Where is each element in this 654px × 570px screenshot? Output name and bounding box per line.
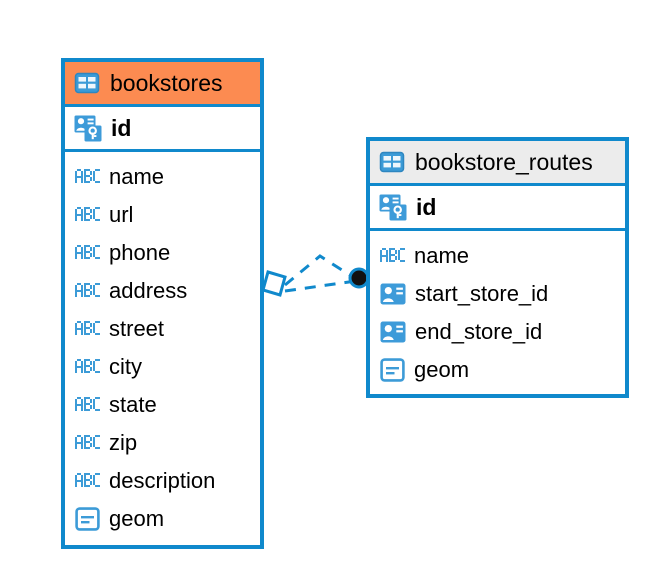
field-label-description: description bbox=[109, 468, 216, 493]
field-list-bookstore-routes: name start_store_id bbox=[370, 231, 625, 395]
field-row-description[interactable]: description bbox=[65, 462, 260, 500]
entity-table-bookstore-routes[interactable]: bookstore_routes id bbox=[366, 137, 629, 398]
foreign-key-icon bbox=[380, 321, 406, 343]
field-label-geom: geom bbox=[414, 357, 470, 382]
field-row-address[interactable]: address bbox=[65, 272, 260, 310]
field-label-phone: phone bbox=[109, 240, 171, 265]
field-row-city[interactable]: city bbox=[65, 348, 260, 386]
text-type-icon bbox=[75, 397, 100, 413]
table-icon bbox=[74, 72, 100, 94]
primary-key-label-bookstores: id bbox=[111, 114, 132, 141]
field-row-geom[interactable]: geom bbox=[65, 500, 260, 538]
field-label-geom: geom bbox=[109, 506, 165, 531]
entity-table-bookstores[interactable]: bookstores id bbox=[61, 58, 264, 549]
field-row-url[interactable]: url bbox=[65, 196, 260, 234]
text-type-icon bbox=[75, 283, 100, 299]
primary-key-row-bookstores[interactable]: id bbox=[65, 107, 260, 152]
field-label-zip: zip bbox=[109, 430, 138, 455]
field-row-start-store-id[interactable]: start_store_id bbox=[370, 275, 625, 313]
geometry-type-icon bbox=[380, 358, 405, 382]
relation-line-lower bbox=[284, 279, 357, 293]
primary-key-label-bookstore-routes: id bbox=[416, 193, 437, 220]
relation-source-diamond-icon bbox=[261, 270, 287, 297]
field-row-name[interactable]: name bbox=[65, 158, 260, 196]
field-label-address: address bbox=[109, 278, 188, 303]
field-row-state[interactable]: state bbox=[65, 386, 260, 424]
field-row-street[interactable]: street bbox=[65, 310, 260, 348]
field-label-state: state bbox=[109, 392, 157, 417]
field-row-zip[interactable]: zip bbox=[65, 424, 260, 462]
primary-key-row-bookstore-routes[interactable]: id bbox=[370, 186, 625, 231]
field-row-phone[interactable]: phone bbox=[65, 234, 260, 272]
field-label-name: name bbox=[109, 164, 165, 189]
text-type-icon bbox=[75, 473, 100, 489]
text-type-icon bbox=[75, 245, 100, 261]
text-type-icon bbox=[75, 321, 100, 337]
field-label-street: street bbox=[109, 316, 165, 341]
field-list-bookstores: name u bbox=[65, 152, 260, 544]
field-label-name: name bbox=[414, 243, 470, 268]
relation-line-upper bbox=[284, 254, 357, 287]
field-row-geom[interactable]: geom bbox=[370, 351, 625, 389]
entity-title-bookstore-routes: bookstore_routes bbox=[415, 148, 593, 175]
field-label-end-store-id: end_store_id bbox=[415, 319, 543, 344]
text-type-icon bbox=[75, 435, 100, 451]
field-label-start-store-id: start_store_id bbox=[415, 281, 549, 306]
text-type-icon bbox=[75, 359, 100, 375]
field-row-name[interactable]: name bbox=[370, 237, 625, 275]
entity-header-bookstore-routes: bookstore_routes bbox=[370, 141, 625, 186]
geometry-type-icon bbox=[75, 507, 100, 531]
text-type-icon bbox=[75, 207, 100, 223]
table-icon bbox=[379, 151, 405, 173]
primary-key-icon bbox=[74, 115, 102, 142]
entity-title-bookstores: bookstores bbox=[110, 69, 223, 96]
text-type-icon bbox=[75, 169, 100, 185]
field-row-end-store-id[interactable]: end_store_id bbox=[370, 313, 625, 351]
primary-key-icon bbox=[379, 194, 407, 221]
field-label-url: url bbox=[109, 202, 134, 227]
entity-header-bookstores: bookstores bbox=[65, 62, 260, 107]
foreign-key-icon bbox=[380, 283, 406, 305]
field-label-city: city bbox=[109, 354, 142, 379]
text-type-icon bbox=[380, 248, 405, 264]
